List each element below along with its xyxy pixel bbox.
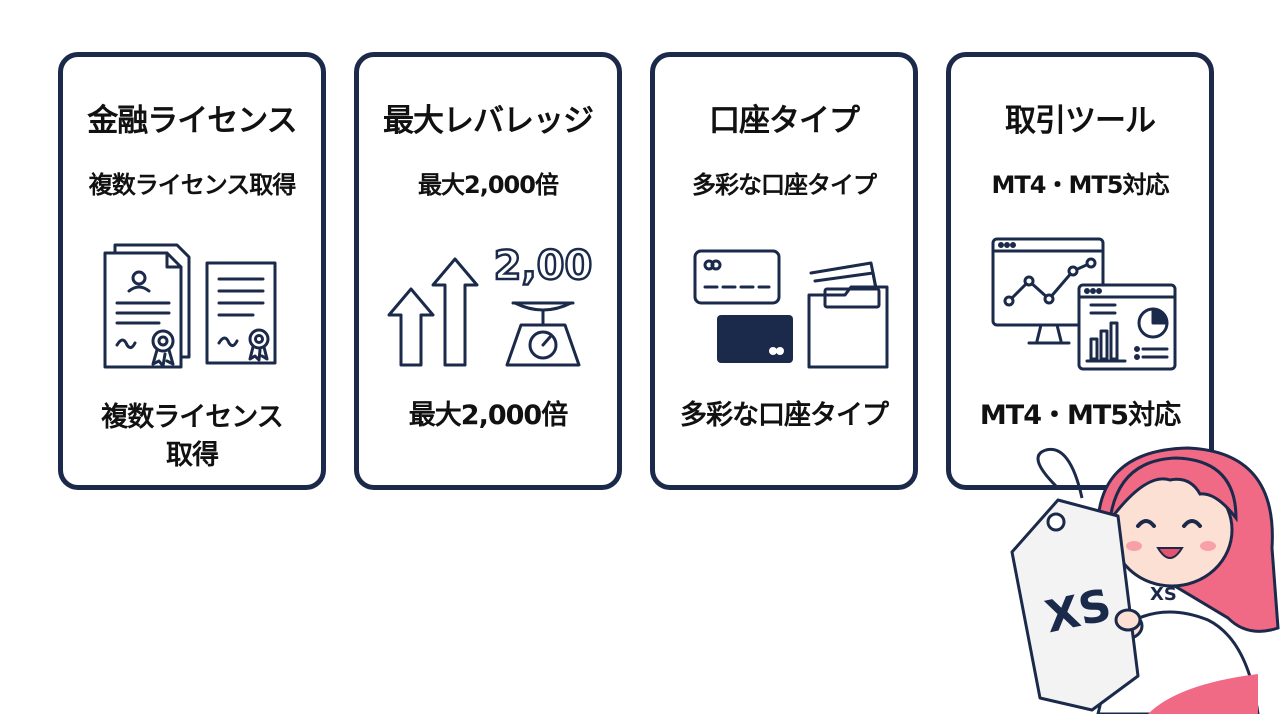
card-subtitle: 複数ライセンス取得 xyxy=(88,171,297,199)
caption-line-1: 多彩な口座タイプ xyxy=(680,400,889,431)
card-account-type: 口座タイプ 多彩な口座タイプ 多彩な口座タイプ xyxy=(650,52,918,490)
card-financial-license: 金融ライセンス 複数ライセンス取得 xyxy=(58,52,326,490)
card-subtitle: 最大2,000倍 xyxy=(418,171,559,199)
caption-line-1: 複数ライセンス xyxy=(101,402,283,433)
scale-number-text: 2,00 xyxy=(494,243,593,289)
card-caption: 最大2,000倍 xyxy=(367,397,609,435)
card-subtitle: 多彩な口座タイプ xyxy=(692,171,877,199)
leverage-scale-icon: 2,00 xyxy=(387,242,594,367)
girl-mascot-with-tag: XS XS xyxy=(1010,446,1280,714)
caption-line-2: 取得 xyxy=(166,440,219,471)
card-trading-tools: 取引ツール MT4・MT5対応 xyxy=(946,52,1214,490)
certificate-icon xyxy=(103,243,277,369)
caption-line-1: 最大2,000倍 xyxy=(408,400,568,431)
account-cards-icon xyxy=(693,249,889,369)
card-title: 最大レバレッジ xyxy=(383,103,594,139)
card-max-leverage: 最大レバレッジ 最大2,000倍 2,00 最大2,000倍 xyxy=(354,52,622,490)
trading-platform-icon xyxy=(991,237,1177,371)
card-caption: 複数ライセンス 取得 xyxy=(71,399,313,475)
filled-card-shape xyxy=(717,315,793,363)
card-title: 金融ライセンス xyxy=(87,103,297,139)
card-title: 口座タイプ xyxy=(709,103,860,139)
card-subtitle: MT4・MT5対応 xyxy=(991,171,1170,199)
caption-line-1: MT4・MT5対応 xyxy=(979,400,1181,431)
shirt-text: XS xyxy=(1150,584,1177,605)
card-caption: 多彩な口座タイプ xyxy=(663,397,905,435)
card-caption: MT4・MT5対応 xyxy=(959,397,1201,435)
card-title: 取引ツール xyxy=(1005,103,1156,139)
